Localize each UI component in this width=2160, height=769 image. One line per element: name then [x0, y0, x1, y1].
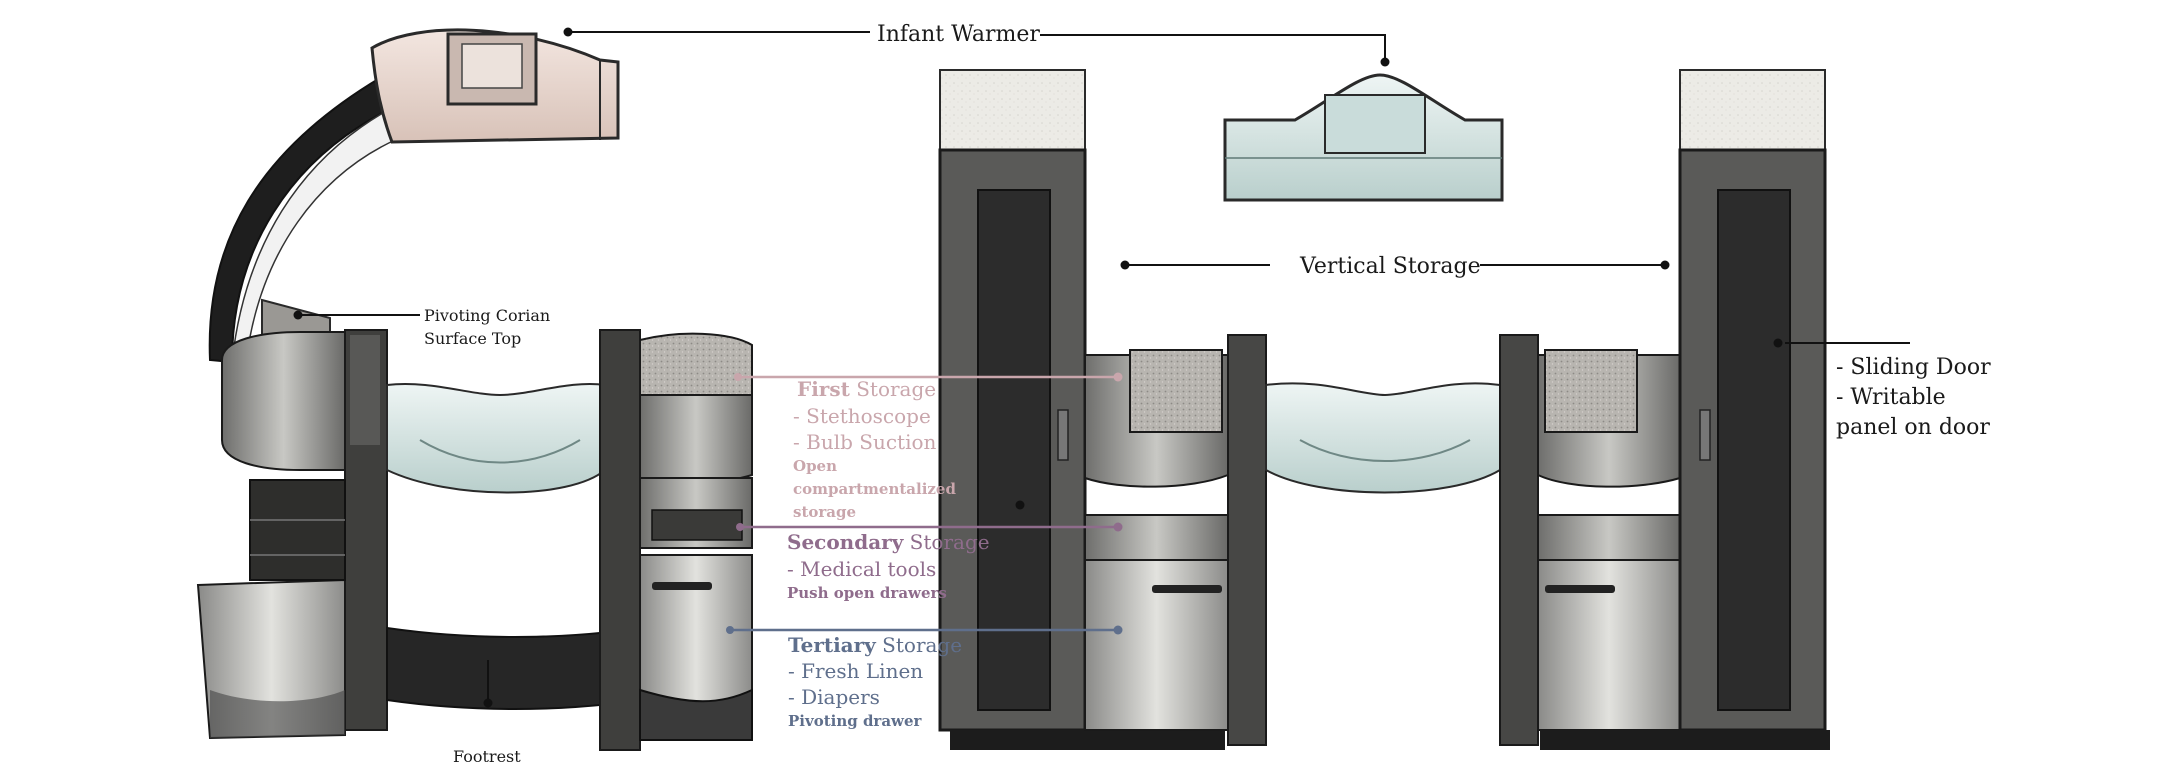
first-storage-item: - Stethoscope — [793, 404, 931, 428]
secondary-storage-note: Push open drawers — [787, 584, 947, 602]
writable-label-2: panel on door — [1836, 415, 1990, 440]
infant-warmer-label: Infant Warmer — [877, 22, 1040, 47]
callout-lines — [298, 31, 1910, 705]
glass-tray-left — [386, 383, 606, 494]
first-storage-title: First Storage — [797, 378, 936, 401]
first-storage-note: compartmentalized — [793, 480, 956, 498]
first-storage-title-rest: Storage — [849, 377, 937, 401]
secondary-storage-title: Secondary Storage — [787, 531, 990, 554]
first-storage-item: - Bulb Suction — [793, 430, 937, 454]
first-storage-note: storage — [793, 503, 857, 521]
tertiary-storage-item: - Fresh Linen — [788, 659, 924, 683]
vertical-storage-label: Vertical Storage — [1300, 254, 1481, 279]
storage-dots — [726, 372, 1123, 635]
pivoting-top-label-1: Pivoting Corian — [424, 306, 551, 325]
tertiary-storage-title: Tertiary Storage — [788, 634, 962, 657]
sliding-door-label: - Sliding Door — [1836, 355, 1991, 380]
first-storage-title-bold: First — [797, 377, 850, 401]
callout-dots — [293, 27, 1783, 708]
left-unit — [196, 28, 753, 751]
first-storage-note: Open — [793, 457, 838, 475]
tertiary-storage-title-bold: Tertiary — [788, 633, 876, 657]
secondary-storage-title-rest: Storage — [903, 530, 990, 554]
secondary-storage-title-bold: Secondary — [787, 530, 904, 554]
secondary-storage-item: - Medical tools — [787, 557, 937, 581]
storage-lines — [730, 375, 1118, 632]
writable-label-1: - Writable — [1836, 385, 1946, 410]
tertiary-storage-note: Pivoting drawer — [788, 712, 922, 730]
tertiary-storage-title-rest: Storage — [875, 633, 963, 657]
pivoting-top-label-2: Surface Top — [424, 329, 522, 348]
right-unit — [938, 69, 1830, 750]
tertiary-storage-item: - Diapers — [788, 685, 880, 709]
footrest-label: Footrest — [453, 747, 521, 766]
